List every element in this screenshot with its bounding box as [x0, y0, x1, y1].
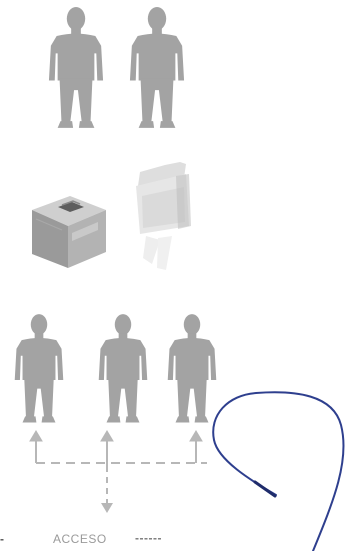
person-icon [49, 7, 103, 128]
ballot-box-icon [32, 196, 106, 268]
pen-stroke [255, 482, 275, 496]
caption-leading-mark: - [0, 532, 5, 546]
person-icon [130, 7, 184, 128]
caption-label: ACCESO [53, 532, 107, 546]
document-stack-icon [136, 162, 191, 270]
connector-arrows [30, 431, 202, 466]
person-icon [168, 314, 217, 422]
person-icon [99, 314, 148, 422]
caption-bar: - ACCESO ------ [0, 528, 348, 551]
down-arrow-icon [101, 503, 113, 513]
caption-trailing-mark: ------ [135, 531, 162, 545]
person-icon [15, 314, 64, 422]
